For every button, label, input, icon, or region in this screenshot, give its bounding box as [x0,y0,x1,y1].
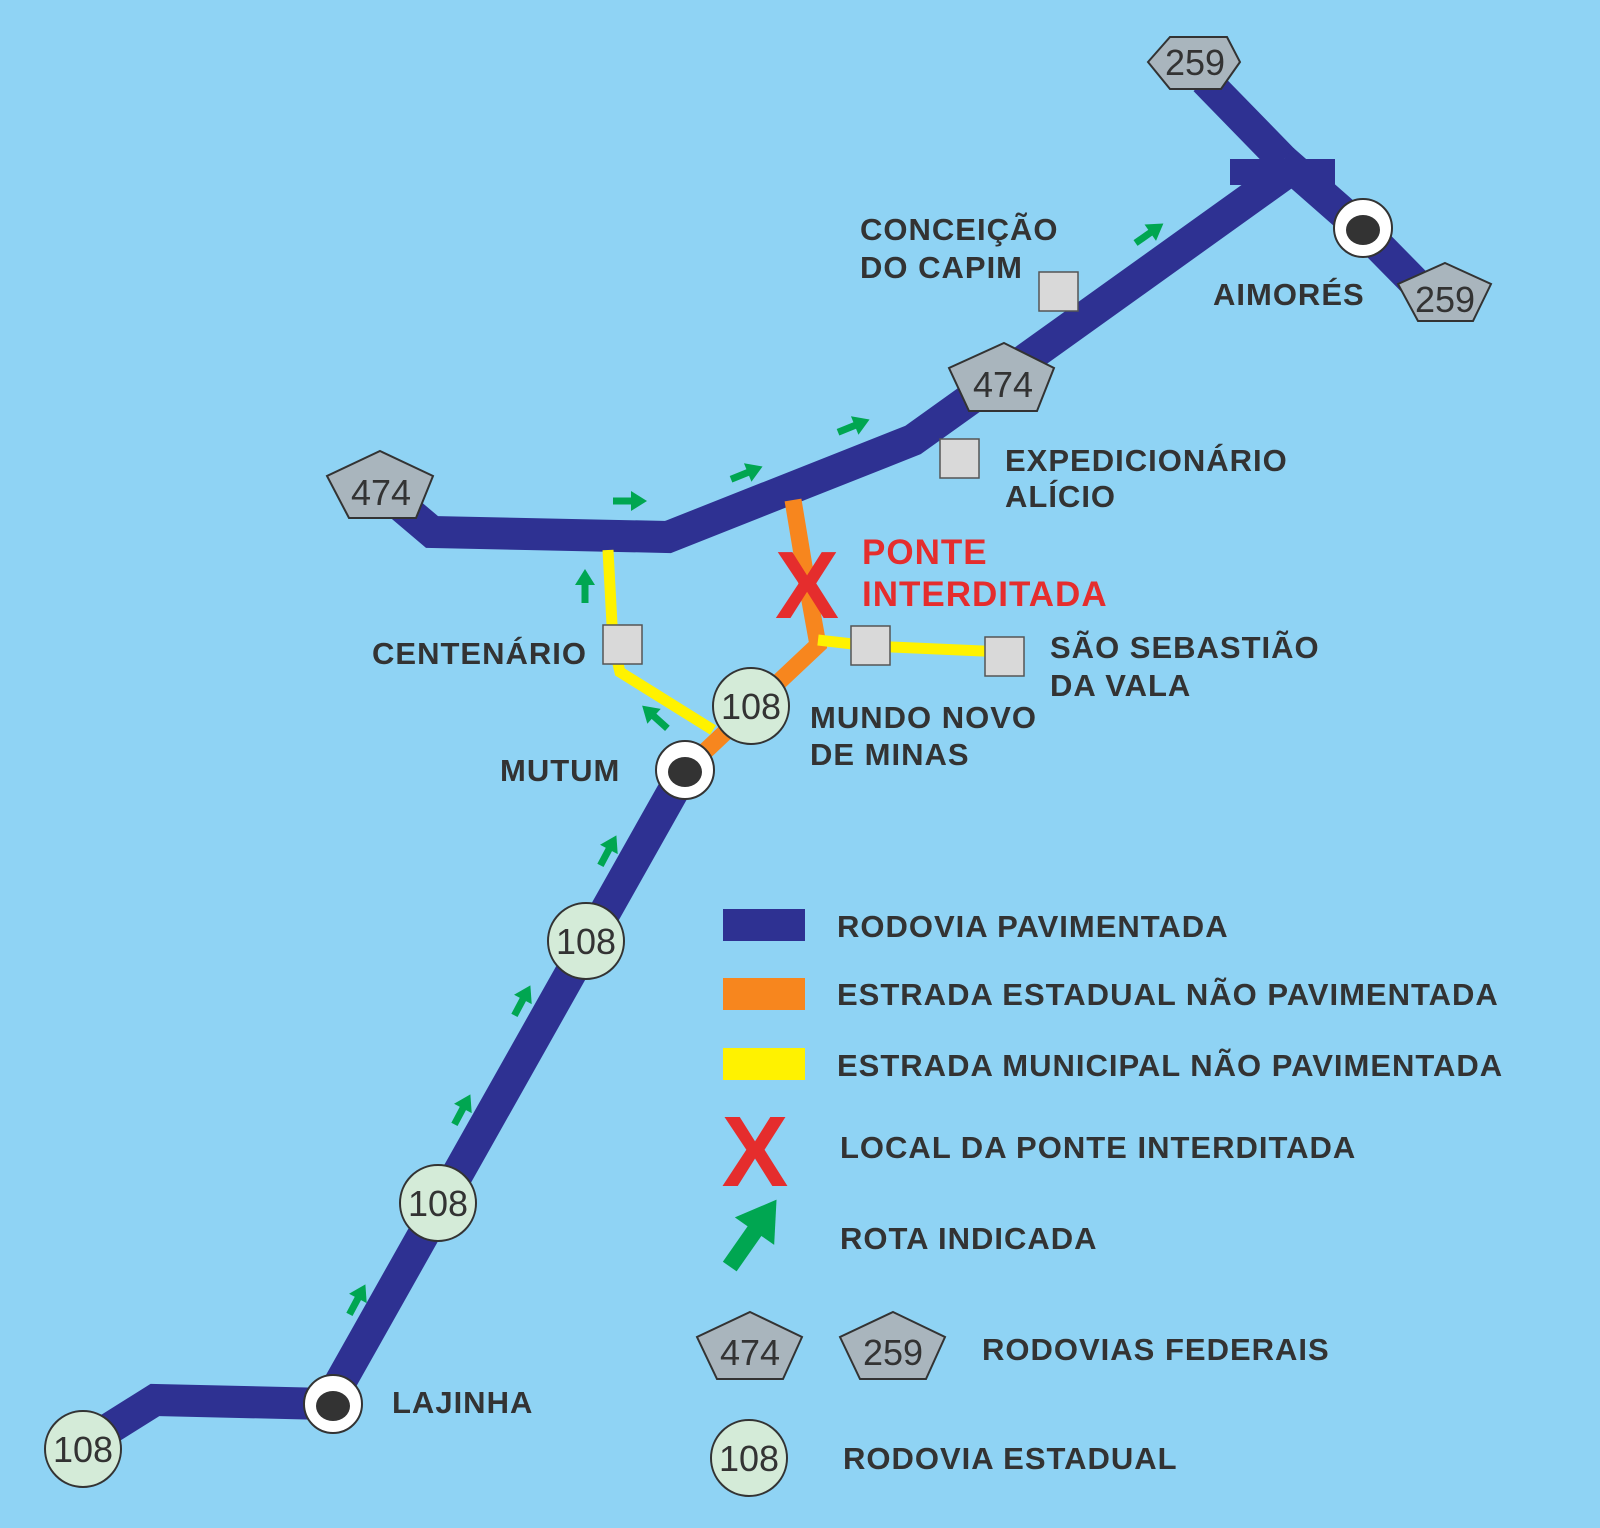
legend-swatch-municipal-unpaved [723,1048,805,1080]
legend-label-paved: RODOVIA PAVIMENTADA [837,909,1229,944]
highway-108-south [71,762,699,1461]
svg-text:259: 259 [863,1332,923,1373]
locality-centenario-marker [602,624,643,665]
shield-mg108-west: 108 [44,1410,122,1488]
shield-mg108-middle: 108 [399,1164,477,1242]
legend-shield-108: 108 [710,1419,788,1497]
label-mutum: MUTUM [500,753,620,788]
legend-label-route: ROTA INDICADA [840,1221,1098,1256]
label-conceicao-do-capim-line2: DO CAPIM [860,250,1023,285]
label-expedicionario-line2: ALÍCIO [1005,479,1116,514]
locality-mundo-novo-marker [850,625,891,666]
town-mutum-marker [655,740,715,800]
town-lajinha-marker [303,1374,363,1434]
label-mundo-novo-line1: MUNDO NOVO [810,700,1037,735]
legend-shield-259: 259 [838,1310,947,1380]
shield-br259-east: 259 [1396,261,1493,322]
svg-text:259: 259 [1165,42,1225,83]
label-conceicao-do-capim-line1: CONCEIÇÃO [860,212,1058,247]
legend-label-municipal-unpaved: ESTRADA MUNICIPAL NÃO PAVIMENTADA [837,1048,1503,1083]
svg-text:108: 108 [556,921,616,962]
locality-sao-sebastiao-marker [984,636,1025,677]
label-ponte-line2: INTERDITADA [862,575,1108,614]
legend-shield-474: 474 [695,1310,804,1380]
shield-br474-west: 474 [325,449,435,519]
highway-259-north [1193,68,1295,172]
label-aimores: AIMORÉS [1213,277,1365,312]
svg-text:259: 259 [1415,279,1475,320]
label-expedicionario-line1: EXPEDICIONÁRIO [1005,443,1288,478]
legend-label-federal: RODOVIAS FEDERAIS [982,1332,1330,1367]
label-ponte-line1: PONTE [862,533,988,572]
svg-text:108: 108 [719,1438,779,1479]
shield-mg108-north: 108 [547,902,625,980]
locality-conceicao-do-capim-marker [1038,271,1079,312]
label-sao-sebastiao-line2: DA VALA [1050,668,1191,703]
town-aimores-marker [1333,198,1393,258]
svg-text:108: 108 [721,686,781,727]
legend-bridge-mark: X [722,1096,789,1208]
shield-br259-north: 259 [1146,36,1242,90]
label-lajinha: LAJINHA [392,1385,533,1420]
legend: RODOVIA PAVIMENTADA ESTRADA ESTADUAL NÃO… [695,909,1503,1497]
svg-text:108: 108 [53,1429,113,1470]
shield-mg108-mundo-novo: 108 [712,667,790,745]
legend-label-bridge: LOCAL DA PONTE INTERDITADA [840,1130,1356,1165]
legend-swatch-paved [723,909,805,941]
label-mundo-novo-line2: DE MINAS [810,737,970,772]
blocked-bridge-mark: X [775,532,839,639]
svg-text:474: 474 [973,364,1033,405]
svg-text:474: 474 [720,1332,780,1373]
locality-expedicionario-alicio-marker [939,438,980,479]
legend-label-state: RODOVIA ESTADUAL [843,1441,1178,1476]
label-centenario: CENTENÁRIO [372,636,587,671]
label-sao-sebastiao-line1: SÃO SEBASTIÃO [1050,630,1320,665]
svg-text:474: 474 [351,472,411,513]
shield-br474-east: 474 [947,341,1056,412]
svg-text:108: 108 [408,1183,468,1224]
legend-label-state-unpaved: ESTRADA ESTADUAL NÃO PAVIMENTADA [837,977,1499,1012]
legend-swatch-state-unpaved [723,978,805,1010]
